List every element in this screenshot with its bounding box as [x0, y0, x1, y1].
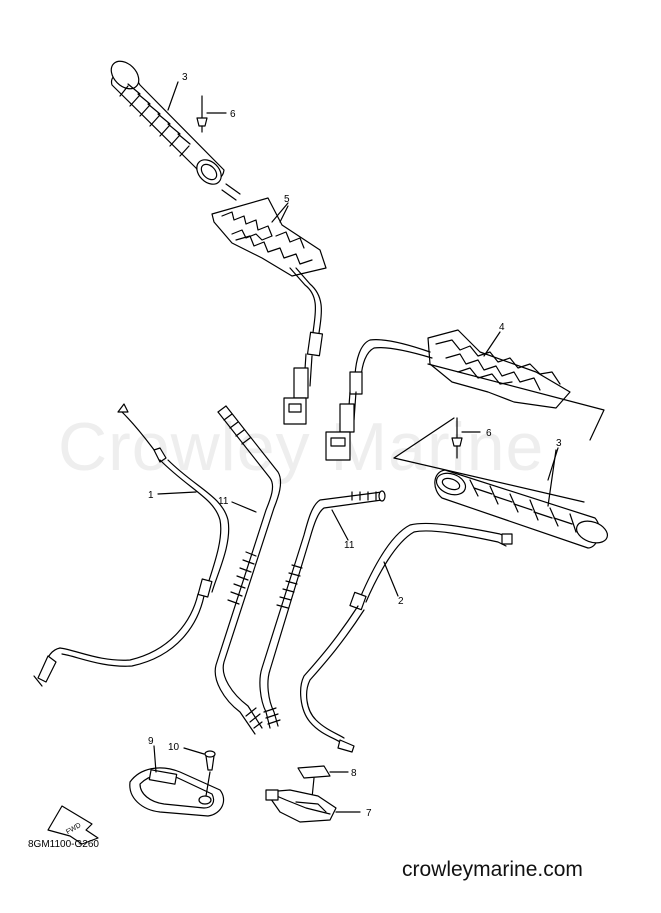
- callout-7: 7: [366, 808, 372, 819]
- pad-8-part: [297, 765, 349, 799]
- callout-6-left: 6: [230, 109, 236, 120]
- callout-11-left: 11: [218, 496, 229, 507]
- heater-right-part: [325, 329, 605, 461]
- fwd-arrow-icon: [47, 805, 99, 845]
- callout-11-right: 11: [344, 540, 355, 551]
- heater-left-part: [211, 183, 327, 425]
- callout-5: 5: [284, 194, 290, 205]
- callout-6-right: 6: [486, 428, 492, 439]
- plate-9-part: [129, 767, 225, 817]
- bar-right-part: [259, 490, 386, 729]
- drawing-code: 8GM1100-G260: [28, 839, 99, 850]
- rivet-left-part: [196, 95, 227, 133]
- screw-10-part: [183, 747, 216, 797]
- callout-9: 9: [148, 736, 154, 747]
- rivet-right-part: [393, 417, 585, 503]
- cable-1-part: [33, 403, 230, 687]
- bar-left-part: [214, 405, 282, 735]
- callout-8: 8: [351, 768, 357, 779]
- callout-3-right: 3: [556, 438, 562, 449]
- cable-2-part: [300, 522, 513, 753]
- callout-4: 4: [499, 322, 505, 333]
- holder-7-part: [265, 789, 361, 823]
- callout-1: 1: [148, 490, 154, 501]
- callout-3-left: 3: [182, 72, 188, 83]
- grip-left-part: [110, 60, 225, 185]
- callout-10: 10: [168, 742, 180, 753]
- footer-site: crowleymarine.com: [402, 858, 583, 881]
- grip-right-part: [434, 449, 609, 549]
- callout-2: 2: [398, 596, 404, 607]
